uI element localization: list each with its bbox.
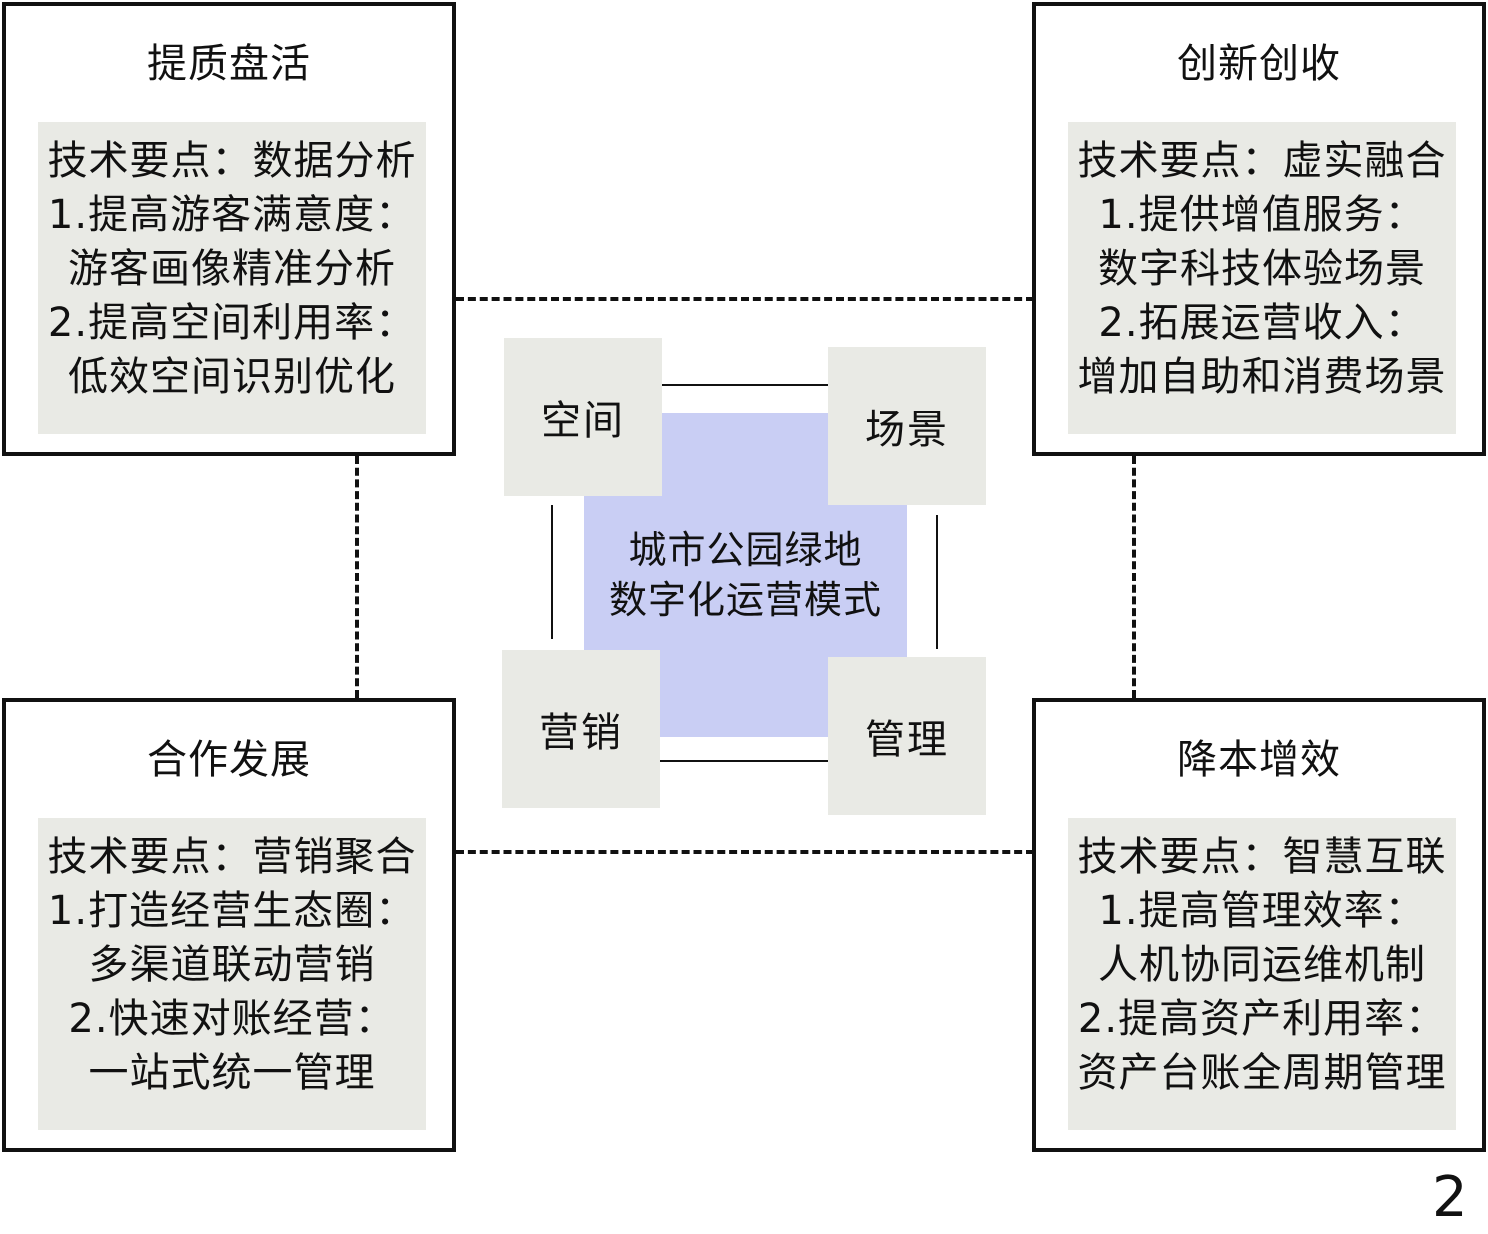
panel-body: 技术要点：智慧互联 1.提高管理效率： 人机协同运维机制 2.提高资产利用率： … [1068, 818, 1456, 1130]
panel-line: 游客画像精准分析 [68, 246, 396, 292]
panel-line: 2.拓展运营收入： [1098, 300, 1426, 346]
panel-line: 技术要点：虚实融合 [1077, 138, 1447, 184]
core-line-right [936, 515, 938, 649]
panel-line: 人机协同运维机制 [1098, 942, 1426, 988]
panel-line: 技术要点：营销聚合 [47, 834, 417, 880]
panel-body: 技术要点：营销聚合 1.打造经营生态圈： 多渠道联动营销 2.快速对账经营： 一… [38, 818, 426, 1130]
panel-line: 2.提高资产利用率： [1077, 996, 1447, 1042]
tile-management: 管理 [828, 657, 986, 815]
panel-line: 1.打造经营生态圈： [47, 888, 417, 934]
tile-scene: 场景 [828, 347, 986, 505]
panel-line: 数字科技体验场景 [1098, 246, 1426, 292]
panel-improve-quality: 提质盘活 技术要点：数据分析 1.提高游客满意度： 游客画像精准分析 2.提高空… [2, 2, 456, 456]
connector-right [1132, 456, 1136, 698]
connector-bottom [456, 850, 1034, 854]
panel-title: 创新创收 [1177, 41, 1341, 87]
panel-line: 2.提高空间利用率： [47, 300, 417, 346]
panel-title: 提质盘活 [147, 41, 311, 87]
panel-line: 技术要点：数据分析 [47, 138, 417, 184]
figure-number: 2 [1432, 1165, 1468, 1230]
panel-line: 1.提高管理效率： [1098, 888, 1426, 934]
panel-cooperative-development: 合作发展 技术要点：营销聚合 1.打造经营生态圈： 多渠道联动营销 2.快速对账… [2, 698, 456, 1152]
panel-line: 技术要点：智慧互联 [1077, 834, 1447, 880]
core-line-top [662, 384, 828, 386]
panel-body: 技术要点：虚实融合 1.提供增值服务： 数字科技体验场景 2.拓展运营收入： 增… [1068, 122, 1456, 434]
connector-top [456, 297, 1034, 301]
panel-line: 资产台账全周期管理 [1077, 1050, 1447, 1096]
core-line-bottom [660, 760, 828, 762]
panel-line: 1.提供增值服务： [1098, 192, 1426, 238]
panel-innovate-revenue: 创新创收 技术要点：虚实融合 1.提供增值服务： 数字科技体验场景 2.拓展运营… [1032, 2, 1486, 456]
panel-line: 2.快速对账经营： [68, 996, 396, 1042]
panel-body: 技术要点：数据分析 1.提高游客满意度： 游客画像精准分析 2.提高空间利用率：… [38, 122, 426, 434]
panel-title: 合作发展 [147, 737, 311, 783]
core-title-line: 城市公园绿地 [628, 528, 863, 572]
connector-left [355, 456, 359, 698]
panel-line: 多渠道联动营销 [88, 942, 376, 988]
panel-cost-efficiency: 降本增效 技术要点：智慧互联 1.提高管理效率： 人机协同运维机制 2.提高资产… [1032, 698, 1486, 1152]
panel-line: 1.提高游客满意度： [47, 192, 417, 238]
panel-line: 一站式统一管理 [88, 1050, 376, 1096]
tile-space: 空间 [504, 338, 662, 496]
panel-line: 低效空间识别优化 [68, 354, 396, 400]
tile-marketing: 营销 [502, 650, 660, 808]
panel-line: 增加自助和消费场景 [1077, 354, 1447, 400]
core-title-line: 数字化运营模式 [608, 578, 882, 622]
panel-title: 降本增效 [1177, 737, 1341, 783]
core-line-left [551, 505, 553, 639]
